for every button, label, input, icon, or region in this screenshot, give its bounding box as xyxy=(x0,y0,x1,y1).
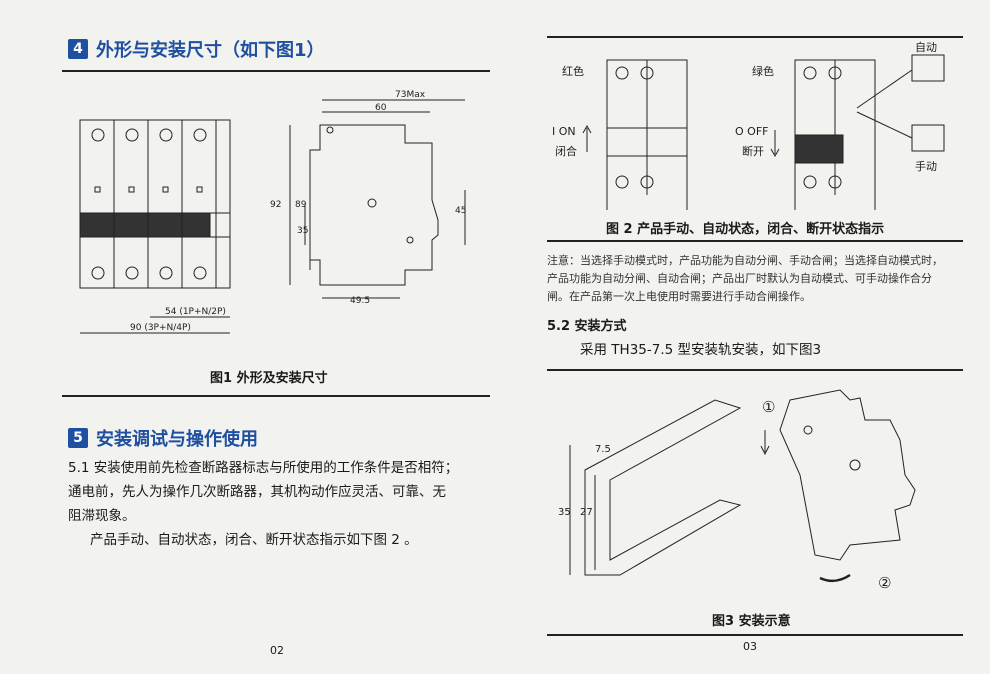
figure-1-dimension-drawing: 54 (1P+N/2P) 90 (3P+N/4P) 73Max 60 92 89… xyxy=(79,90,466,334)
divider xyxy=(62,395,490,397)
step-1-marker: ① xyxy=(762,398,775,416)
page-number: 03 xyxy=(743,640,757,653)
figure-3-caption: 图3 安装示意 xyxy=(712,614,791,629)
dim-89: 89 xyxy=(295,200,307,210)
label-manual: 手动 xyxy=(915,159,937,173)
dim-45: 45 xyxy=(455,206,466,216)
dim-73max: 73Max xyxy=(395,90,426,100)
paragraph-5-1: 5.1 安装使用前先检查断路器标志与所使用的工作条件是否相符； 通电前，先人为操… xyxy=(68,456,488,552)
section-number: 5 xyxy=(68,428,88,448)
divider xyxy=(547,240,963,242)
divider xyxy=(547,634,963,636)
text-line: 产品功能为自动分闸、自动合闸；产品出厂时默认为自动模式、可手动操作合分 xyxy=(547,272,932,285)
section-title: 外形与安装尺寸（如下图1） xyxy=(96,40,325,61)
label-auto: 自动 xyxy=(915,41,937,54)
dim-7-5: 7.5 xyxy=(595,444,611,455)
note-paragraph: 注意：当选择手动模式时，产品功能为自动分闸、手动合闸；当选择自动模式时， 产品功… xyxy=(547,252,967,306)
step-2-marker: ② xyxy=(878,574,891,592)
dim-27: 27 xyxy=(580,507,593,518)
section-5-2-text: 采用 TH35-7.5 型安装轨安装，如下图3 xyxy=(580,342,822,358)
dim-54: 54 (1P+N/2P) xyxy=(165,307,226,317)
dim-92: 92 xyxy=(270,200,281,210)
divider xyxy=(62,70,490,72)
label-closed: 闭合 xyxy=(555,144,577,158)
breaker-side-view xyxy=(289,99,466,299)
dim-90: 90 (3P+N/4P) xyxy=(130,323,191,333)
section-4-heading: 4 外形与安装尺寸（如下图1） xyxy=(68,36,325,62)
text-line: 产品手动、自动状态，闭合、断开状态指示如下图 2 。 xyxy=(90,532,418,548)
label-red: 红色 xyxy=(562,64,584,78)
text-line: 5.1 安装使用前先检查断路器标志与所使用的工作条件是否相符； xyxy=(68,460,459,476)
text-line: 阻滞现象。 xyxy=(68,508,136,524)
section-5-2-heading: 5.2 安装方式 xyxy=(547,319,627,334)
label-on: I ON xyxy=(552,125,576,138)
text-line: 通电前，先人为操作几次断路器，其机构动作应灵活、可靠、无 xyxy=(68,484,446,500)
text-line: 闸。在产品第一次上电使用时需要进行手动合闸操作。 xyxy=(547,290,811,303)
text-line: 注意：当选择手动模式时，产品功能为自动分闸、手动合闸；当选择自动模式时， xyxy=(547,254,943,267)
dim-35: 35 xyxy=(558,507,571,518)
dim-49-5: 49.5 xyxy=(350,296,370,306)
breaker-front-view xyxy=(79,119,231,334)
label-open: 断开 xyxy=(742,144,764,158)
figure-2-caption: 图 2 产品手动、自动状态，闭合、断开状态指示 xyxy=(606,222,885,237)
figure-3-installation-drawing: ① ② 7.5 35 27 xyxy=(558,389,916,592)
section-title: 安装调试与操作使用 xyxy=(96,429,258,450)
dim-60: 60 xyxy=(375,103,387,113)
page-number: 02 xyxy=(270,644,284,657)
label-off: O OFF xyxy=(735,125,768,138)
dim-35: 35 xyxy=(297,226,308,236)
divider xyxy=(547,369,963,371)
section-number: 4 xyxy=(68,39,88,59)
label-green: 绿色 xyxy=(752,64,774,78)
divider xyxy=(547,36,963,38)
figure-1-caption: 图1 外形及安装尺寸 xyxy=(210,371,328,386)
figure-2-status-indicator: 红色 绿色 I ON 闭合 O OFF 断开 自动 手动 xyxy=(552,41,945,210)
section-5-heading: 5 安装调试与操作使用 xyxy=(68,425,258,451)
